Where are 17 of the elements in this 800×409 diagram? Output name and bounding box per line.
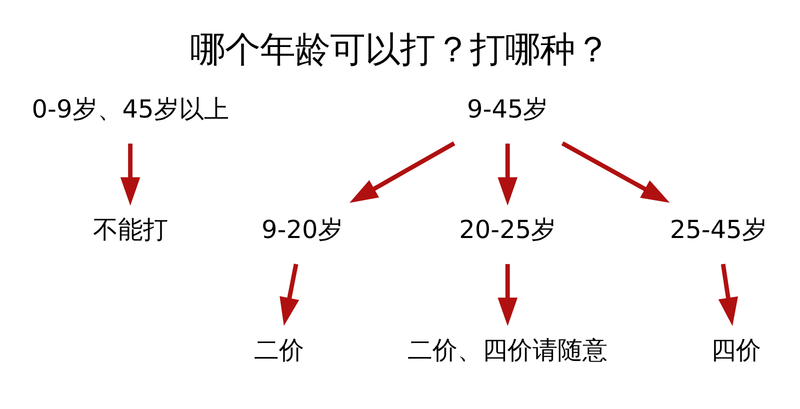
arrow [498,264,518,326]
arrow [349,140,456,202]
diagram-title: 哪个年龄可以打？打哪种？ [190,29,610,70]
node-text: 0-9岁、45岁以上 [32,94,229,124]
arrow [561,140,670,202]
arrow [280,263,300,326]
node-text: 20-25岁 [459,214,556,244]
arrow [498,143,518,206]
node-text: 9-45岁 [466,94,548,124]
node-text: 9-20岁 [261,214,343,244]
arrow [120,143,140,206]
node-text: 不能打 [92,214,168,244]
node-text: 二价、四价请随意 [408,335,608,364]
arrow [718,263,738,326]
node-text: 二价 [254,335,304,364]
node-text: 四价 [711,335,762,364]
node-text: 25-45岁 [670,214,767,244]
